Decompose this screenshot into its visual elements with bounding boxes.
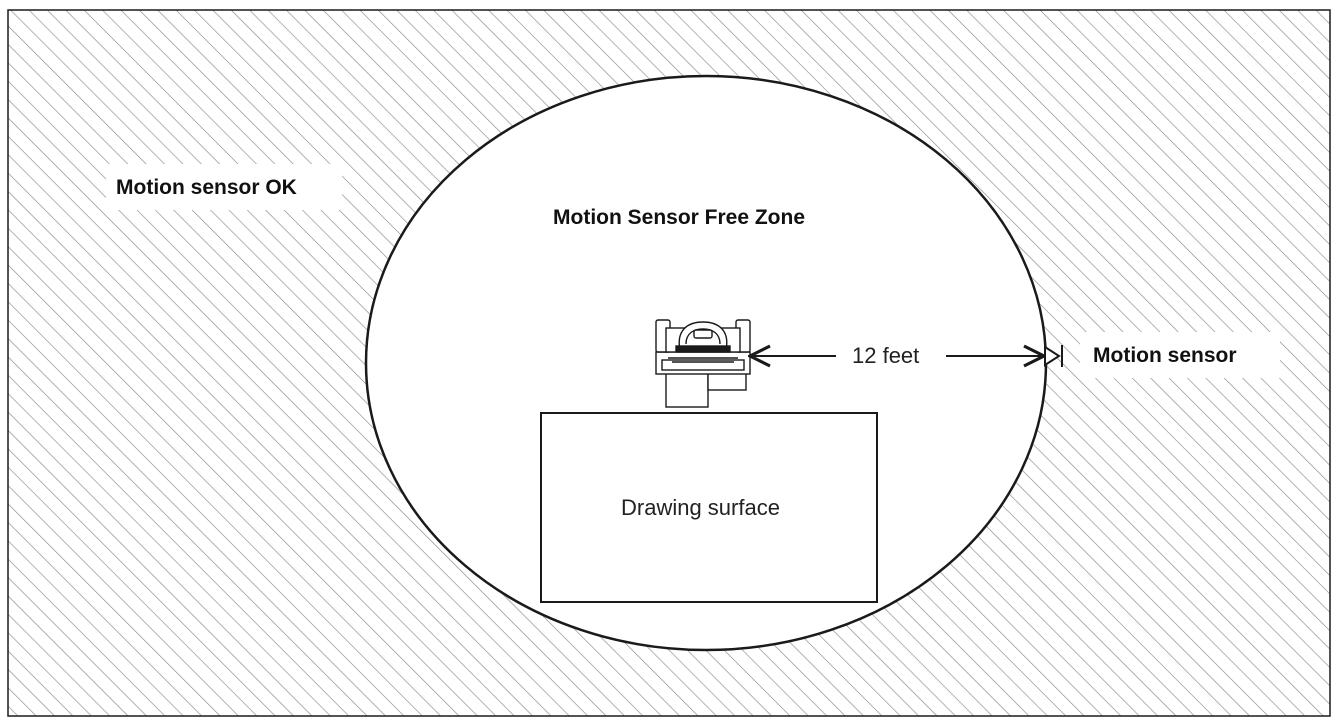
distance-label: 12 feet — [852, 343, 919, 368]
outside-zone-label-bg — [106, 164, 342, 210]
sensor-label-bg — [1080, 332, 1280, 378]
outside-zone-label: Motion sensor OK — [116, 176, 297, 199]
sensor-label: Motion sensor — [1093, 344, 1237, 367]
motion-sensor-icon — [1044, 345, 1063, 367]
free-zone-label: Motion Sensor Free Zone — [553, 206, 805, 229]
drawing-surface-label: Drawing surface — [621, 495, 780, 520]
drawing-surface — [540, 412, 878, 603]
